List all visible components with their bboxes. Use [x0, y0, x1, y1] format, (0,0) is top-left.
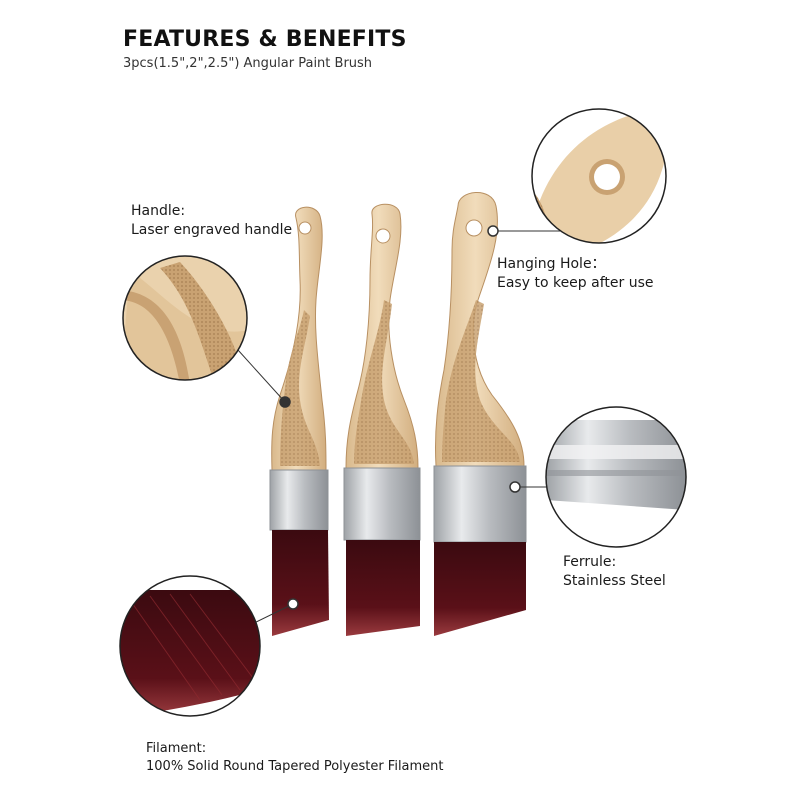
- callout-handle-detail: Laser engraved handle: [131, 222, 293, 238]
- brush-small-bristles: [272, 530, 329, 636]
- zoom-filament: [119, 575, 261, 717]
- zoom-ferrule: [545, 406, 687, 548]
- brush-large-ferrule: [433, 465, 527, 543]
- brush-medium-ferrule: [343, 467, 421, 541]
- brush-small-ferrule: [269, 469, 329, 531]
- callout-ferrule-title: Ferrule:: [563, 554, 617, 570]
- callout-handle: Handle: Laser engraved handle: [131, 202, 292, 240]
- callout-filament: Filament: 100% Solid Round Tapered Polye…: [146, 740, 444, 776]
- callout-hole-title: Hanging Hole：: [497, 256, 606, 272]
- callout-filament-detail: 100% Solid Round Tapered Polyester Filam…: [146, 759, 444, 774]
- brush-large-hanging-hole: [465, 219, 483, 237]
- callout-connectors: [237, 230, 560, 625]
- dot-filament: [287, 598, 299, 610]
- brush-small: [269, 206, 329, 636]
- connector-handle: [237, 349, 286, 403]
- callout-ferrule: Ferrule: Stainless Steel: [563, 553, 666, 591]
- brush-small-hanging-hole: [298, 221, 312, 235]
- zoom-handle: [122, 255, 248, 381]
- brush-medium-bristles: [346, 540, 420, 636]
- callout-hanging-hole: Hanging Hole： Easy to keep after use: [497, 255, 653, 293]
- page-subtitle: 3pcs(1.5",2",2.5") Angular Paint Brush: [123, 56, 373, 71]
- brush-medium-hanging-hole: [375, 228, 391, 244]
- brush-large-engraving: [442, 300, 520, 462]
- page-title: FEATURES & BENEFITS: [123, 27, 407, 52]
- zoom-hanging-hole: [531, 108, 667, 244]
- dot-ferrule: [509, 481, 521, 493]
- dot-hole: [487, 225, 499, 237]
- callout-hole-detail: Easy to keep after use: [497, 275, 654, 291]
- connector-filament: [251, 603, 294, 625]
- dot-handle: [279, 396, 291, 408]
- callout-handle-title: Handle:: [131, 203, 186, 219]
- brush-medium: [343, 203, 421, 636]
- callout-filament-title: Filament:: [146, 741, 207, 756]
- callout-dots: [279, 225, 521, 610]
- callout-ferrule-detail: Stainless Steel: [563, 573, 666, 589]
- brush-small-engraving: [280, 310, 320, 466]
- brush-medium-engraving: [354, 300, 414, 464]
- brush-large-bristles: [434, 542, 526, 636]
- brush-large: [433, 192, 527, 636]
